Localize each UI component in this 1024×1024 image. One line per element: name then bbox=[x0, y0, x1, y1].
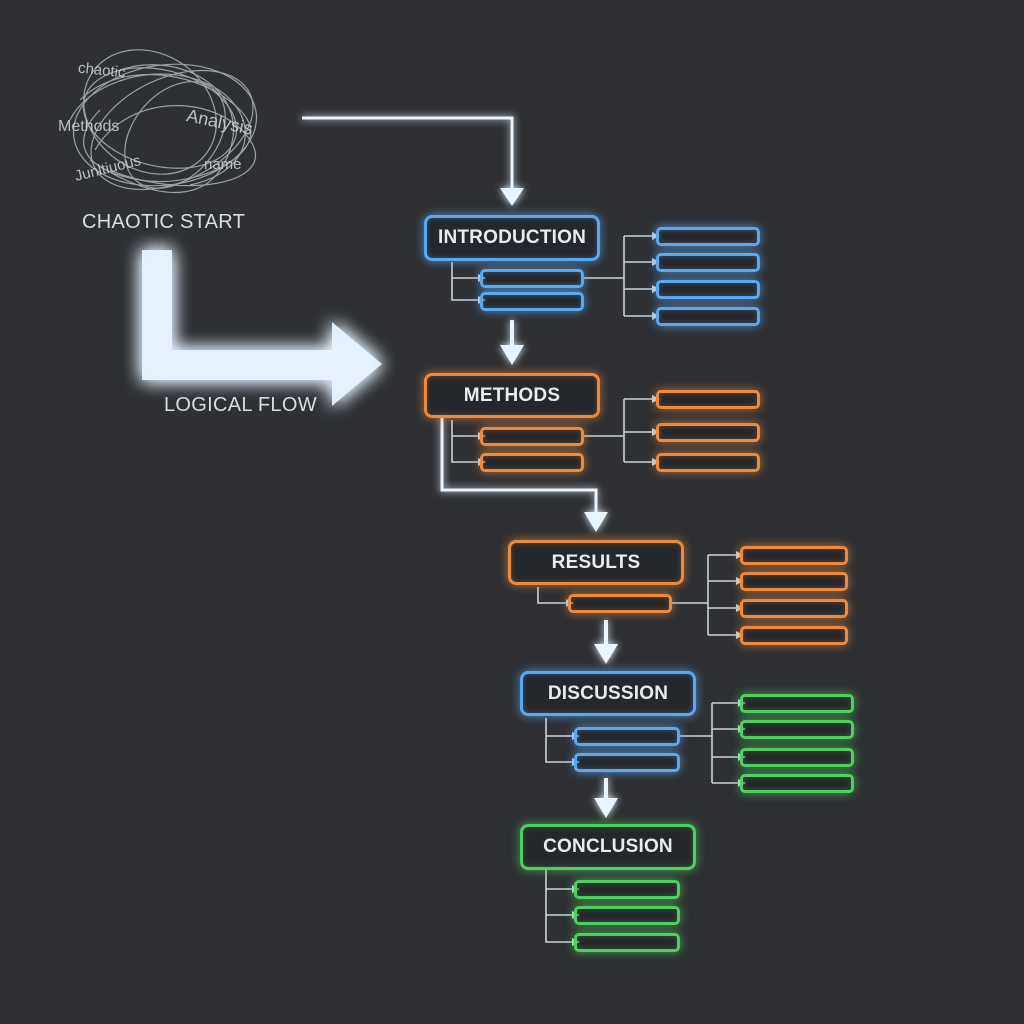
chaos-to-intro-connector bbox=[302, 116, 524, 206]
main-flow-arrows bbox=[440, 320, 618, 818]
results-detail-bar bbox=[740, 599, 848, 618]
intro-subsection-bar bbox=[480, 269, 584, 288]
results-detail-bar bbox=[740, 572, 848, 591]
branch-connectors bbox=[451, 235, 738, 943]
discussion-subsection-bar bbox=[574, 753, 680, 772]
intro-detail-bar bbox=[656, 280, 760, 299]
intro-subsection-bar bbox=[480, 292, 584, 311]
chaotic-start-caption: CHAOTIC START bbox=[82, 211, 246, 233]
methods-subsection-bar bbox=[480, 453, 584, 472]
intro-detail-bar bbox=[656, 307, 760, 326]
logical-flow-arrow bbox=[142, 250, 382, 406]
results-node: RESULTS bbox=[508, 540, 684, 585]
discussion-detail-bar bbox=[740, 774, 854, 793]
methods-detail-bar bbox=[656, 390, 760, 409]
methods-node: METHODS bbox=[424, 373, 600, 418]
methods-detail-bar bbox=[656, 423, 760, 442]
conclusion-subsection-bar bbox=[574, 880, 680, 899]
intro-detail-bar bbox=[656, 253, 760, 272]
chaotic-word-5: name bbox=[204, 156, 242, 173]
methods-detail-bar bbox=[656, 453, 760, 472]
conclusion-subsection-bar bbox=[574, 906, 680, 925]
conclusion-subsection-bar bbox=[574, 933, 680, 952]
results-subsection-bar bbox=[568, 594, 672, 613]
discussion-node: DISCUSSION bbox=[520, 671, 696, 716]
methods-subsection-bar bbox=[480, 427, 584, 446]
discussion-detail-bar bbox=[740, 694, 854, 713]
results-detail-bar bbox=[740, 626, 848, 645]
introduction-node: INTRODUCTION bbox=[424, 215, 600, 261]
conclusion-node: CONCLUSION bbox=[520, 824, 696, 870]
chaotic-scribble bbox=[69, 49, 258, 193]
intro-detail-bar bbox=[656, 227, 760, 246]
discussion-detail-bar bbox=[740, 720, 854, 739]
chaotic-word-2: Methods bbox=[58, 118, 120, 135]
results-detail-bar bbox=[740, 546, 848, 565]
discussion-detail-bar bbox=[740, 748, 854, 767]
discussion-subsection-bar bbox=[574, 727, 680, 746]
logical-flow-caption: LOGICAL FLOW bbox=[164, 394, 317, 416]
